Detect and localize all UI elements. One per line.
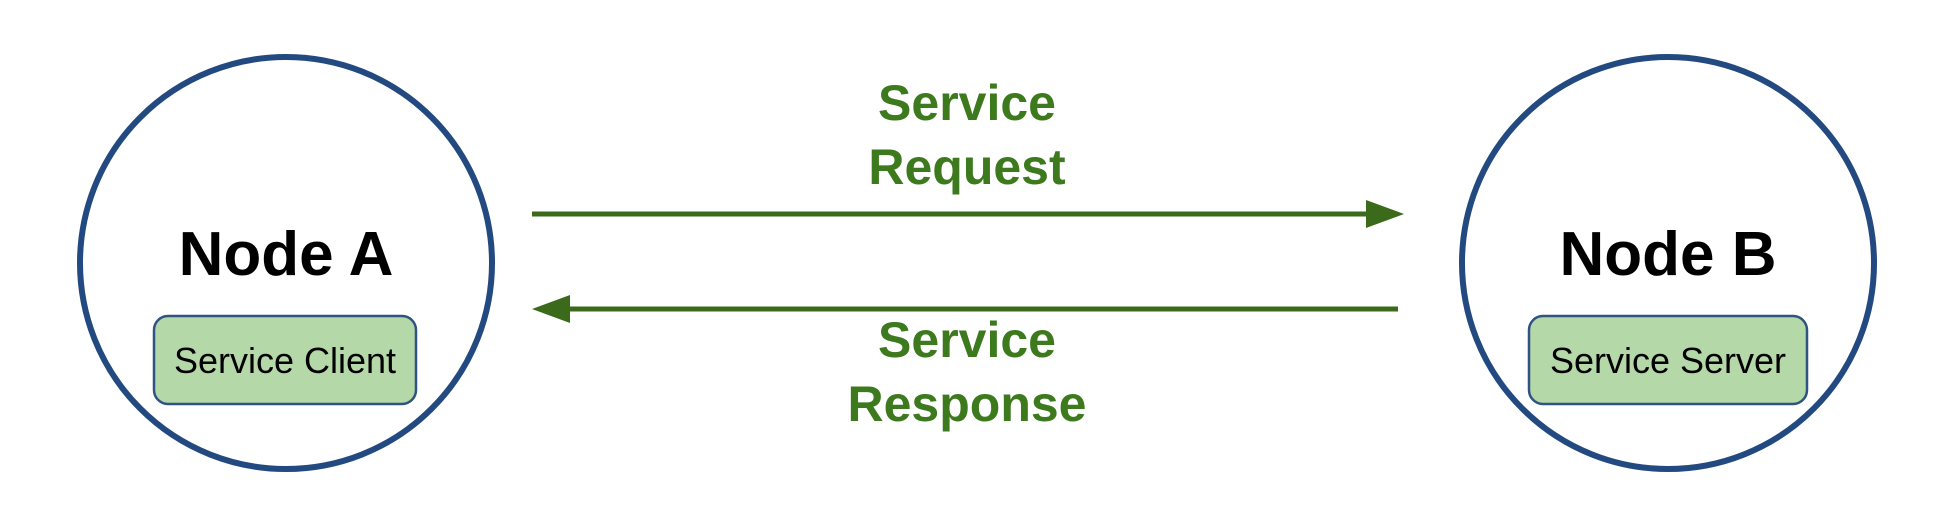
- node-a-title: Node A: [179, 220, 394, 289]
- response-arrowhead: [532, 295, 570, 323]
- service-client-box: Service Client: [152, 314, 418, 406]
- service-client-rect: [152, 314, 418, 406]
- service-server-box: Service Server: [1527, 314, 1809, 406]
- response-label-line2: Response: [848, 376, 1087, 432]
- node-b: Node B Service Server: [1459, 54, 1877, 472]
- response-message: Service Response: [532, 295, 1398, 432]
- service-server-label: Service Server: [1550, 340, 1786, 381]
- node-b-title: Node B: [1560, 220, 1777, 289]
- request-arrowhead: [1366, 200, 1404, 228]
- request-label-line1: Service: [878, 75, 1056, 131]
- node-a: Node A Service Client: [77, 54, 495, 472]
- service-server-rect: [1527, 314, 1809, 406]
- request-message: Service Request: [532, 75, 1404, 228]
- request-label-line2: Request: [868, 139, 1066, 195]
- service-client-label: Service Client: [174, 340, 396, 381]
- response-label-line1: Service: [878, 312, 1056, 368]
